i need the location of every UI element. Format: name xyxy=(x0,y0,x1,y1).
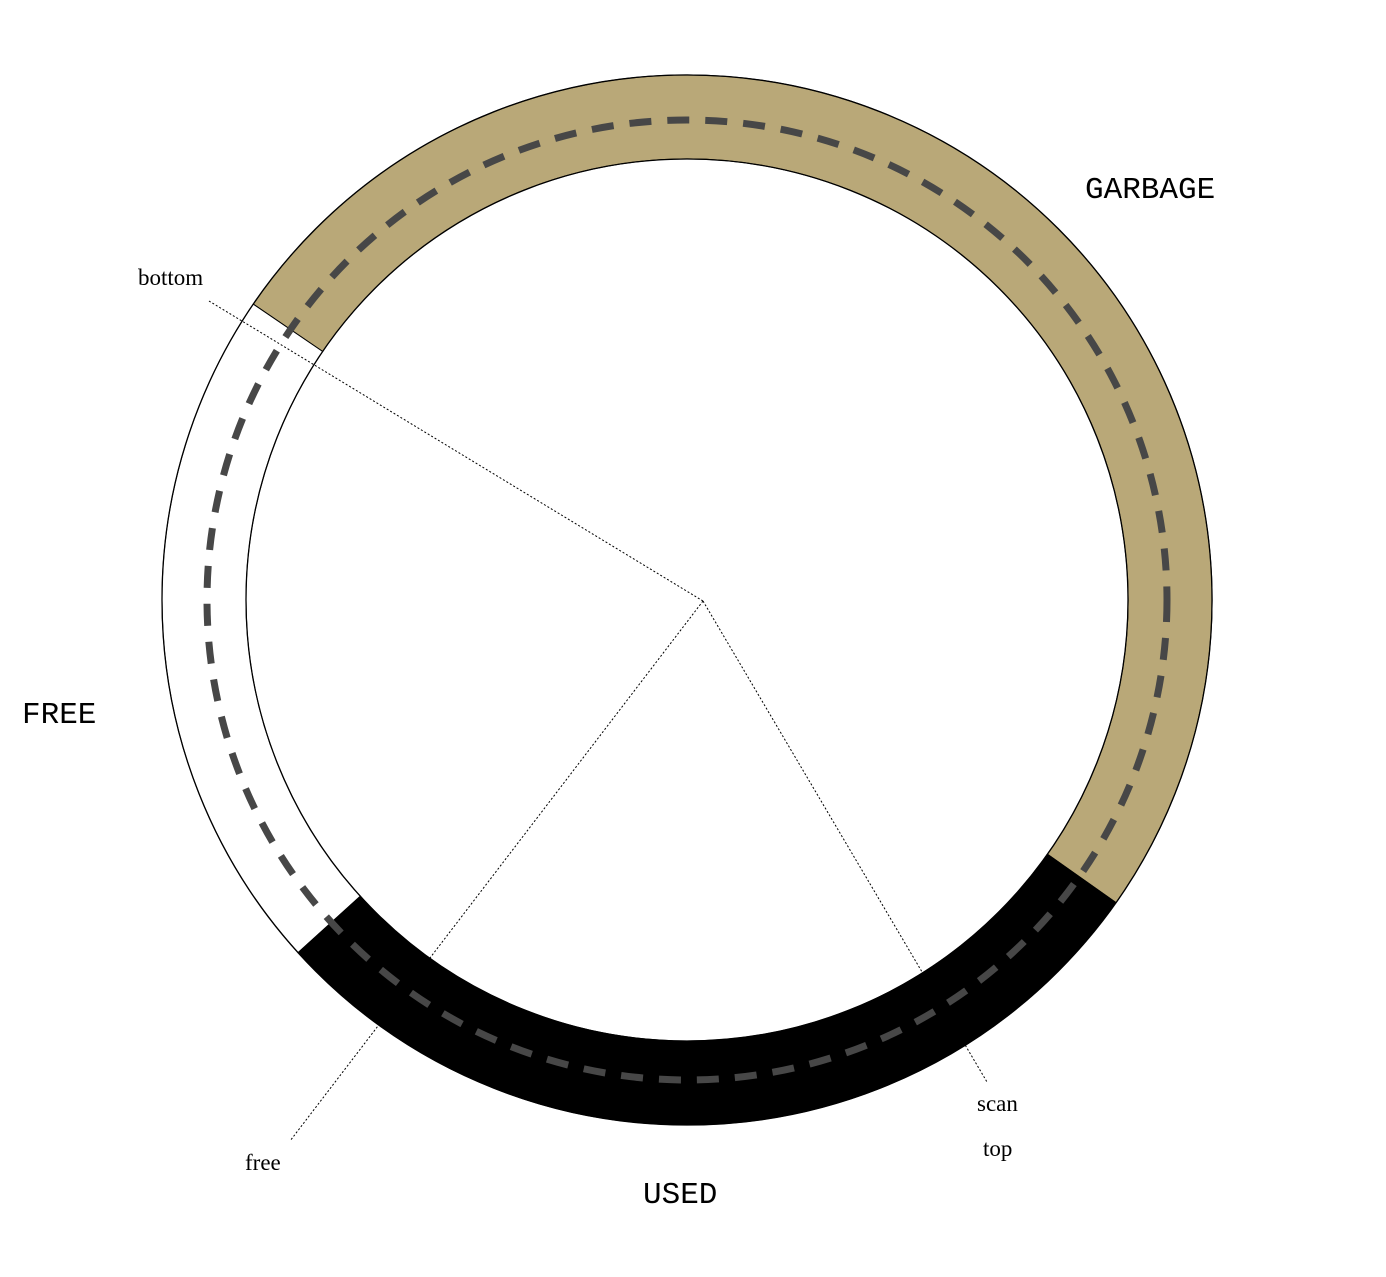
used-region-sector xyxy=(297,853,1117,1126)
ring-outer-edge xyxy=(161,74,1213,1126)
garbage-region-sector xyxy=(252,74,1213,904)
top-pointer-label: top xyxy=(983,1136,1012,1161)
bottom-pointer-label: bottom xyxy=(138,265,203,290)
ring-inner-edge xyxy=(245,158,1129,1042)
free-pointer-line xyxy=(289,600,704,1142)
scan-pointer-label: scan xyxy=(977,1091,1018,1116)
free-pointer-label: free xyxy=(245,1150,281,1175)
pointer-lines xyxy=(208,300,988,1142)
garbage-region-label: GARBAGE xyxy=(1085,173,1215,208)
free-region-label: FREE xyxy=(22,698,96,733)
ring-sectors xyxy=(161,74,1213,1126)
bottom-pointer-line xyxy=(208,300,704,602)
free-region-sector xyxy=(161,303,362,954)
used-region-label: USED xyxy=(643,1178,717,1213)
scan-pointer-line xyxy=(702,600,988,1083)
ring-midline-dashes xyxy=(203,116,1171,1084)
